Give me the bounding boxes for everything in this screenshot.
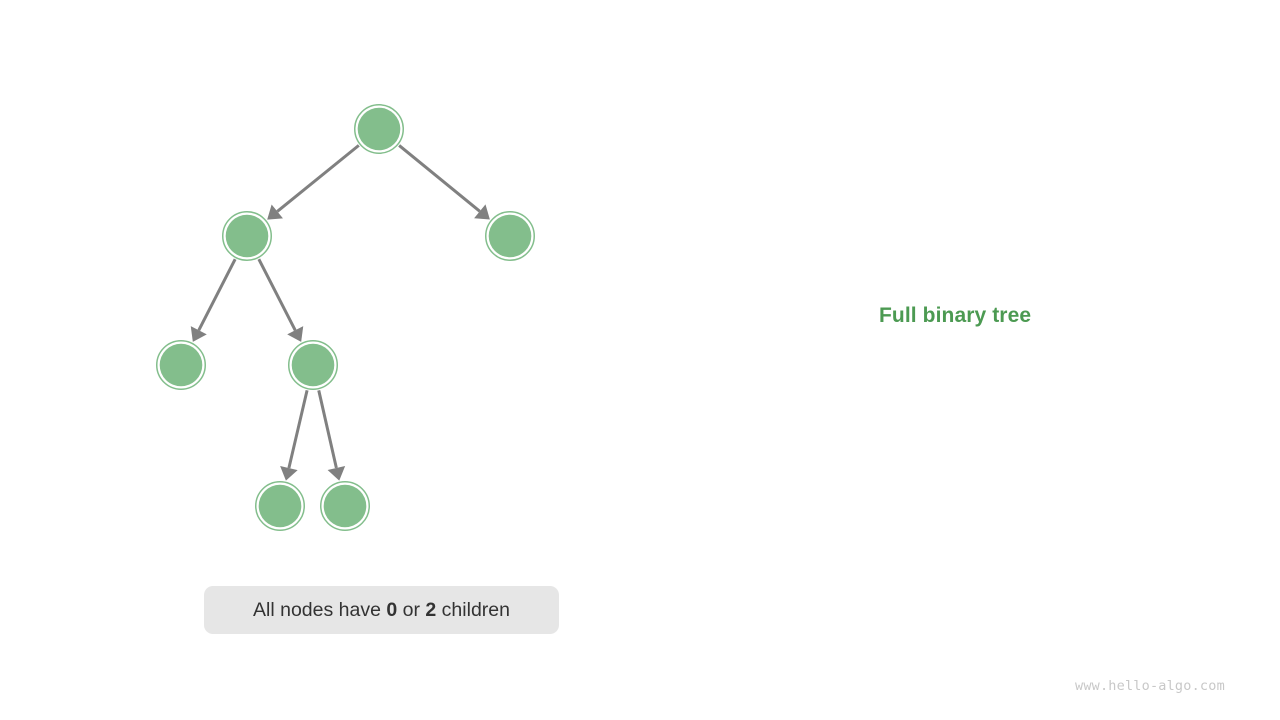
tree-node-fill xyxy=(258,484,302,528)
tree-node-ring xyxy=(320,481,370,531)
caption-text: or xyxy=(397,598,426,621)
tree-edge xyxy=(398,144,481,213)
tree-edge-arrowhead xyxy=(267,204,283,220)
tree-node xyxy=(485,211,535,261)
tree-node-fill xyxy=(159,343,203,387)
tree-node xyxy=(354,104,404,154)
caption-text: children xyxy=(436,598,510,621)
edge-layer xyxy=(190,144,490,481)
tree-node-gap-ring xyxy=(355,105,403,153)
caption-emphasis: 2 xyxy=(425,598,437,621)
tree-node-fill xyxy=(357,107,401,151)
caption-text: All nodes have xyxy=(253,598,387,621)
diagram-title: Full binary tree xyxy=(879,304,1032,327)
caption-emphasis: 0 xyxy=(386,598,398,621)
tree-node xyxy=(255,481,305,531)
tree-node-ring xyxy=(156,340,206,390)
node-layer xyxy=(156,104,535,531)
tree-node-ring xyxy=(288,340,338,390)
tree-node-gap-ring xyxy=(256,482,304,530)
tree-node-ring xyxy=(255,481,305,531)
tree-edge-arrowhead xyxy=(280,465,298,481)
tree-node-fill xyxy=(323,484,367,528)
tree-node-ring xyxy=(354,104,404,154)
tree-node xyxy=(222,211,272,261)
tree-edge-arrowhead xyxy=(327,465,346,481)
tree-node-gap-ring xyxy=(289,341,337,389)
tree-node-fill xyxy=(225,214,269,258)
tree-node xyxy=(156,340,206,390)
caption-box: All nodes have 0 or 2 children xyxy=(204,586,559,634)
tree-edge-arrowhead xyxy=(474,204,490,220)
tree-edge xyxy=(276,144,360,213)
tree-edge xyxy=(317,390,338,469)
tree-edge xyxy=(287,389,309,469)
tree-node-gap-ring xyxy=(321,482,369,530)
tree-node-fill xyxy=(291,343,335,387)
tree-node-gap-ring xyxy=(486,212,534,260)
tree-node-ring xyxy=(222,211,272,261)
tree-node-gap-ring xyxy=(223,212,271,260)
tree-edge xyxy=(197,258,237,331)
tree-edge-arrowhead xyxy=(287,326,304,342)
tree-node-fill xyxy=(488,214,532,258)
watermark: www.hello-algo.com xyxy=(1075,678,1225,694)
tree-node xyxy=(288,340,338,390)
tree-edge-arrowhead xyxy=(190,326,207,342)
tree-node xyxy=(320,481,370,531)
tree-edge xyxy=(257,258,297,331)
tree-node-gap-ring xyxy=(157,341,205,389)
tree-node-ring xyxy=(485,211,535,261)
